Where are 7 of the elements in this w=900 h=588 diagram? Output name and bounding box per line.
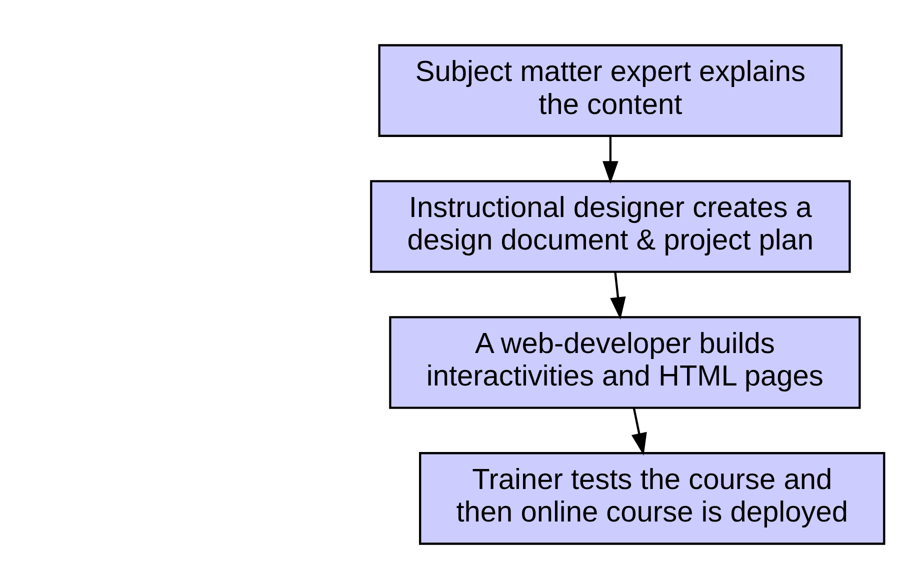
node-box: Instructional designer creates a design document & project plan [370,180,851,272]
arrow [610,272,626,320]
arrow [631,408,647,456]
node-box: Subject matter expert explains the content [378,44,843,136]
arrow [602,136,618,184]
node-box: A web-developer builds interactivities and HTML pages [389,316,861,408]
node-box: Trainer tests the course and then online course is deployed [419,452,886,544]
